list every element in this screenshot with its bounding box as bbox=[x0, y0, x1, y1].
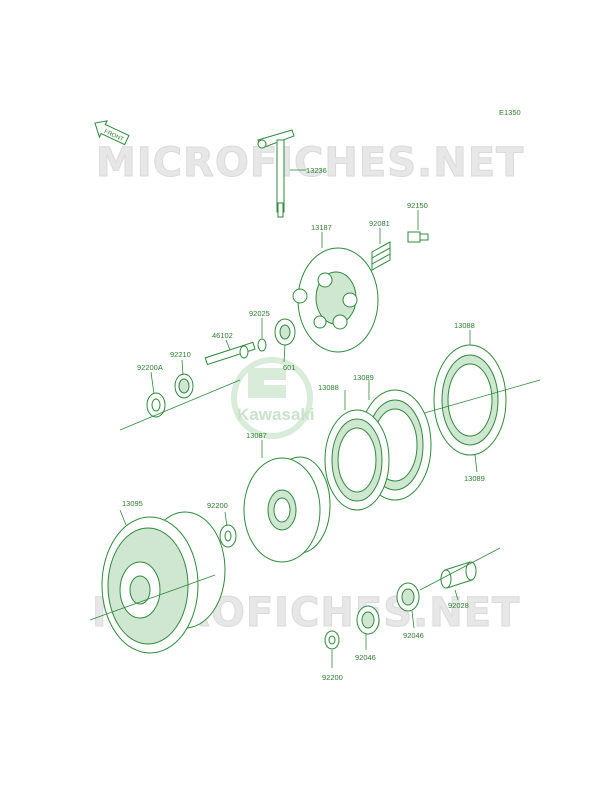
part-label-13187: 13187 bbox=[311, 223, 332, 232]
part-label-601: 601 bbox=[283, 363, 296, 372]
part-label-92200-middle: 92200 bbox=[207, 501, 228, 510]
steel-plate-back bbox=[399, 330, 541, 473]
needle-bearing-92046-left bbox=[356, 605, 380, 650]
part-label-92025: 92025 bbox=[249, 309, 270, 318]
part-label-92046-right: 92046 bbox=[403, 631, 424, 640]
clutch-housing bbox=[89, 509, 226, 654]
part-label-92210: 92210 bbox=[170, 350, 191, 359]
pusher-rod bbox=[204, 339, 256, 366]
bolt bbox=[407, 210, 429, 243]
part-label-13089-top: 13089 bbox=[353, 373, 374, 382]
part-label-13089-right: 13089 bbox=[464, 474, 485, 483]
part-label-92200a: 92200A bbox=[137, 363, 163, 372]
part-label-92046-left: 92046 bbox=[355, 653, 376, 662]
clutch-spring bbox=[371, 228, 391, 271]
needle-bearing-92210 bbox=[174, 359, 194, 399]
part-label-13088-top: 13088 bbox=[454, 321, 475, 330]
part-label-92200-bottom: 92200 bbox=[322, 673, 343, 682]
part-label-92028: 92028 bbox=[448, 601, 469, 610]
part-label-13236: 13236 bbox=[306, 166, 327, 175]
bearing bbox=[274, 318, 296, 363]
part-label-92081: 92081 bbox=[369, 219, 390, 228]
washer-92200-middle bbox=[219, 511, 237, 548]
part-labels: 13236 13187 92081 92150 92025 46102 9221… bbox=[122, 166, 485, 682]
washer-92200a bbox=[119, 371, 241, 431]
needle-bearing-92046-right bbox=[396, 582, 420, 629]
steel-plate-front bbox=[324, 380, 390, 511]
sleeve bbox=[419, 547, 501, 601]
pressure-plate bbox=[292, 232, 379, 353]
part-label-13095: 13095 bbox=[122, 499, 143, 508]
clutch-hub bbox=[243, 440, 331, 563]
part-label-92150: 92150 bbox=[407, 201, 428, 210]
kawasaki-logo-text: Kawasaki bbox=[237, 405, 315, 424]
part-label-13088-mid: 13088 bbox=[318, 383, 339, 392]
watermark-top: MICROFICHES.NET bbox=[96, 140, 524, 186]
washer-92025 bbox=[257, 318, 267, 352]
kawasaki-logo: Kawasaki bbox=[231, 357, 315, 439]
diagram-code: E1350 bbox=[499, 108, 521, 117]
lever-shaft bbox=[257, 129, 306, 218]
part-label-13087: 13087 bbox=[246, 431, 267, 440]
part-label-46102: 46102 bbox=[212, 331, 233, 340]
washer-92200-bottom bbox=[324, 630, 340, 668]
